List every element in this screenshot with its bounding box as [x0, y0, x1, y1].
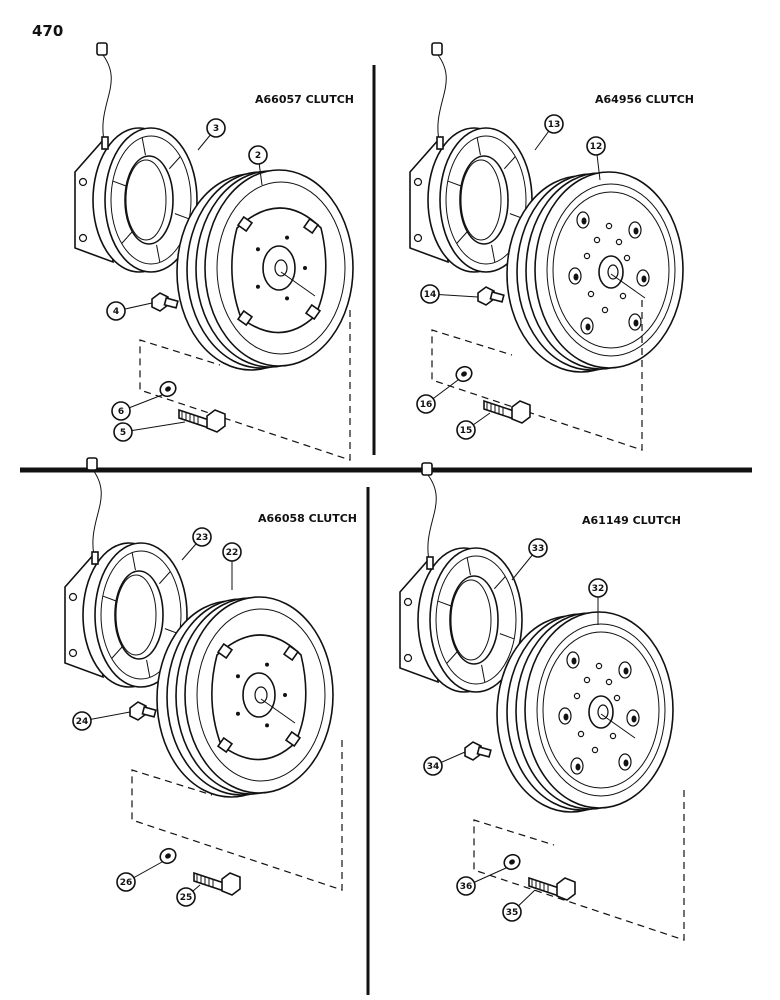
callout-capscrew: 4 — [106, 301, 153, 321]
pulley-assembly — [506, 171, 684, 373]
svg-text:2: 2 — [255, 151, 261, 161]
svg-text:33: 33 — [532, 544, 545, 554]
bolt — [528, 876, 576, 901]
assembly-dashed-outline — [431, 300, 643, 451]
callout-capscrew: 34 — [423, 751, 466, 776]
svg-text:26: 26 — [120, 878, 133, 888]
quadrant-a66058-clutch: A66058 CLUTCH 23 22 24 26 25 — [64, 457, 357, 907]
wire-connector — [96, 42, 108, 56]
bolt — [483, 399, 531, 424]
svg-text:36: 36 — [460, 882, 473, 892]
callout-coil: 33 — [511, 538, 548, 581]
bolt — [178, 408, 226, 433]
svg-text:15: 15 — [460, 426, 473, 436]
callout-washer: 16 — [416, 379, 459, 414]
coil-wire-lead — [437, 54, 447, 146]
capscrew-small — [151, 292, 179, 312]
callout-capscrew: 14 — [420, 284, 479, 304]
callout-washer: 6 — [111, 394, 163, 421]
callout-pulley: 32 — [588, 578, 608, 625]
callout-pulley: 2 — [248, 145, 268, 186]
assembly-dashed-outline — [473, 790, 685, 941]
capscrew-small — [129, 701, 157, 721]
pulley-assembly — [496, 611, 674, 813]
callout-bolt: 35 — [502, 889, 536, 922]
coil-wire-lead — [92, 469, 102, 561]
svg-text:14: 14 — [424, 290, 437, 300]
clutch-title: A64956 CLUTCH — [595, 93, 694, 106]
svg-text:22: 22 — [226, 548, 239, 558]
coil-wire-lead — [427, 474, 437, 566]
svg-text:34: 34 — [427, 762, 440, 772]
callout-bolt: 15 — [456, 412, 491, 440]
callout-washer: 26 — [116, 861, 163, 892]
svg-text:35: 35 — [506, 908, 519, 918]
washer — [455, 365, 473, 383]
callout-pulley: 22 — [222, 542, 242, 590]
clutch-title: A66057 CLUTCH — [255, 93, 354, 106]
svg-text:5: 5 — [120, 428, 126, 438]
page-number: 470 — [32, 22, 64, 40]
clutch-title: A61149 CLUTCH — [582, 514, 681, 527]
clutch-title: A66058 CLUTCH — [258, 512, 357, 525]
svg-text:6: 6 — [118, 407, 124, 417]
svg-text:24: 24 — [76, 717, 89, 727]
washer — [503, 853, 521, 871]
quadrant-a64956-clutch: A64956 CLUTCH 13 12 14 16 15 — [409, 42, 694, 451]
wire-connector — [431, 42, 443, 56]
svg-text:16: 16 — [420, 400, 433, 410]
svg-text:3: 3 — [213, 124, 219, 134]
wire-connector — [421, 462, 433, 476]
wire-connector — [86, 457, 98, 471]
callout-coil: 3 — [197, 118, 226, 151]
callout-washer: 36 — [456, 867, 507, 896]
quadrant-a61149-clutch: A61149 CLUTCH 33 32 34 36 35 — [399, 462, 685, 941]
svg-text:23: 23 — [196, 533, 209, 543]
callout-coil: 23 — [181, 527, 212, 561]
callout-pulley: 12 — [586, 136, 606, 181]
quadrant-a66057-clutch: A66057 CLUTCH 3 2 4 6 5 — [74, 42, 354, 461]
assembly-dashed-outline — [139, 310, 351, 461]
callout-capscrew: 24 — [72, 711, 131, 731]
capscrew-small — [464, 741, 492, 761]
svg-text:13: 13 — [548, 120, 561, 130]
callout-coil: 13 — [534, 114, 564, 151]
svg-text:4: 4 — [113, 307, 119, 317]
callout-bolt: 5 — [113, 421, 186, 442]
svg-text:25: 25 — [180, 893, 193, 903]
coil-wire-lead — [102, 54, 112, 146]
callout-bolt: 25 — [176, 884, 201, 907]
pulley-assembly — [176, 169, 354, 371]
svg-text:32: 32 — [592, 584, 605, 594]
capscrew-small — [477, 286, 505, 306]
pulley-assembly — [156, 596, 334, 798]
washer — [159, 847, 177, 865]
washer — [159, 380, 177, 398]
bolt — [193, 871, 241, 896]
assembly-dashed-outline — [131, 740, 343, 891]
svg-text:12: 12 — [590, 142, 603, 152]
